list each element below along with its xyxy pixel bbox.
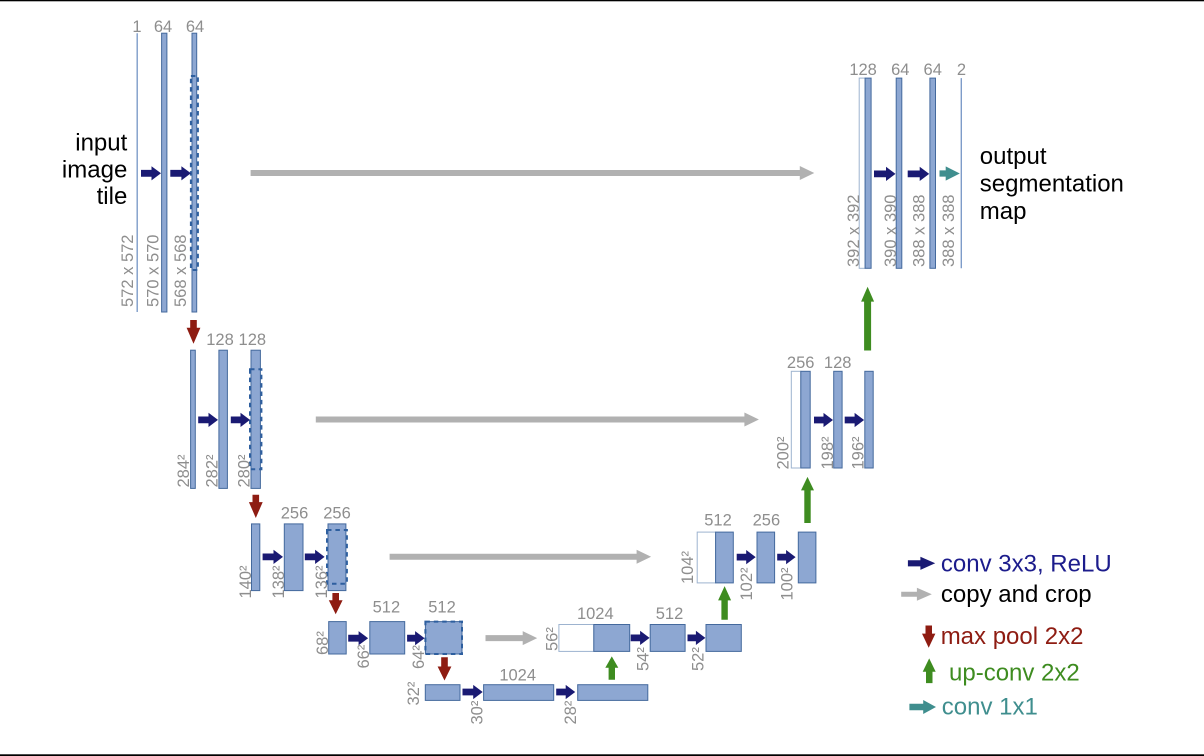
svg-text:64: 64	[891, 61, 909, 79]
svg-text:570 x 570: 570 x 570	[145, 235, 163, 307]
svg-text:66²: 66²	[355, 644, 373, 668]
svg-text:up-conv 2x2: up-conv 2x2	[949, 659, 1080, 686]
svg-text:32²: 32²	[405, 681, 423, 705]
svg-text:56²: 56²	[544, 627, 562, 651]
svg-text:572 x 572: 572 x 572	[119, 235, 137, 307]
svg-text:map: map	[980, 198, 1027, 225]
svg-text:512: 512	[428, 599, 456, 617]
svg-text:136²: 136²	[313, 565, 331, 599]
svg-text:conv 1x1: conv 1x1	[942, 694, 1038, 721]
svg-text:68²: 68²	[314, 631, 332, 655]
svg-text:284²: 284²	[175, 454, 193, 488]
svg-text:388 x 388: 388 x 388	[940, 195, 958, 267]
svg-text:256: 256	[753, 512, 781, 530]
svg-text:256: 256	[281, 504, 309, 522]
svg-text:256: 256	[323, 504, 351, 522]
svg-text:54²: 54²	[635, 647, 653, 671]
svg-text:segmentation: segmentation	[980, 171, 1124, 198]
svg-text:104²: 104²	[679, 550, 697, 584]
svg-text:tile: tile	[97, 183, 128, 210]
svg-text:64: 64	[924, 61, 942, 79]
svg-text:282²: 282²	[203, 454, 221, 488]
svg-text:128: 128	[824, 354, 852, 372]
svg-text:140²: 140²	[237, 565, 255, 599]
svg-text:128: 128	[849, 61, 877, 79]
svg-text:512: 512	[656, 605, 684, 623]
svg-text:100²: 100²	[779, 567, 797, 601]
svg-text:388 x 388: 388 x 388	[910, 195, 928, 267]
svg-text:256: 256	[787, 354, 815, 372]
svg-text:30²: 30²	[469, 700, 487, 724]
svg-text:512: 512	[373, 599, 401, 617]
svg-text:64: 64	[186, 18, 204, 36]
svg-text:copy and crop: copy and crop	[941, 581, 1092, 608]
svg-text:568 x 568: 568 x 568	[172, 235, 190, 307]
svg-text:64: 64	[154, 18, 172, 36]
svg-text:138²: 138²	[270, 565, 288, 599]
svg-text:196²: 196²	[850, 436, 868, 470]
svg-text:max pool 2x2: max pool 2x2	[941, 623, 1084, 650]
svg-text:64²: 64²	[410, 645, 428, 669]
svg-text:2: 2	[957, 61, 966, 79]
svg-text:198²: 198²	[819, 436, 837, 470]
svg-text:52²: 52²	[689, 647, 707, 671]
svg-text:output: output	[980, 143, 1047, 170]
svg-text:102²: 102²	[738, 567, 756, 601]
svg-text:390 x 390: 390 x 390	[882, 195, 900, 267]
svg-text:128: 128	[239, 331, 267, 349]
svg-text:conv 3x3, ReLU: conv 3x3, ReLU	[941, 550, 1112, 577]
svg-text:512: 512	[704, 512, 732, 530]
svg-text:392 x 392: 392 x 392	[845, 195, 863, 267]
svg-text:1: 1	[132, 18, 141, 36]
svg-text:image: image	[62, 156, 127, 183]
svg-text:200²: 200²	[775, 436, 793, 470]
svg-text:280²: 280²	[235, 454, 253, 488]
svg-text:128: 128	[206, 331, 234, 349]
svg-text:1024: 1024	[577, 605, 614, 623]
svg-text:1024: 1024	[499, 666, 536, 684]
svg-text:input: input	[75, 130, 127, 157]
svg-text:28²: 28²	[562, 700, 580, 724]
